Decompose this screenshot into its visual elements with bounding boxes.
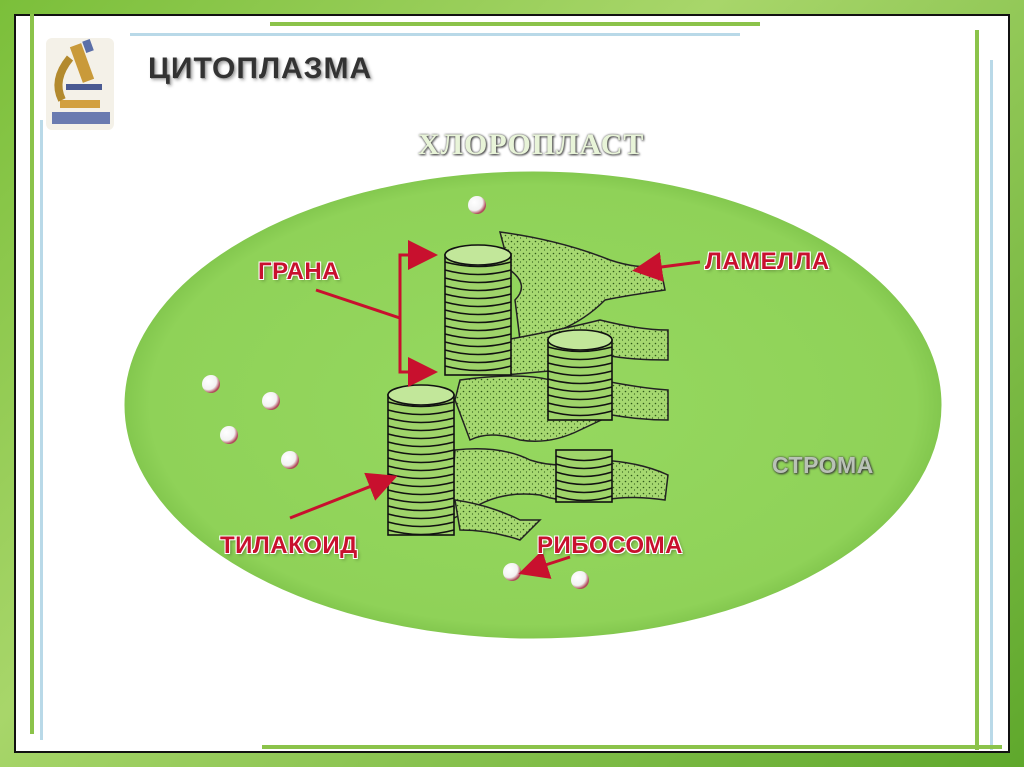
arrows bbox=[289, 240, 701, 579]
thylakoid-disc bbox=[387, 529, 455, 536]
thylakoid-disc bbox=[444, 341, 512, 348]
ribosome-7 bbox=[571, 571, 589, 589]
thylakoid-disc bbox=[387, 449, 455, 456]
thylakoid-disc bbox=[444, 325, 512, 332]
label-stroma: СТРОМА bbox=[772, 452, 874, 478]
ribosome-1 bbox=[468, 196, 486, 214]
granum-top-left bbox=[444, 244, 512, 376]
microscope-icon bbox=[46, 38, 114, 130]
arrow-ribosome bbox=[518, 550, 571, 579]
thylakoid-disc bbox=[444, 285, 512, 292]
thylakoid-disc bbox=[387, 441, 455, 448]
thylakoid-disc bbox=[555, 455, 613, 462]
thylakoid-disc bbox=[444, 269, 512, 276]
thylakoid-disc bbox=[387, 409, 455, 416]
ribosome-3 bbox=[262, 392, 280, 410]
thylakoid-disc bbox=[387, 433, 455, 440]
deco-line-bottom bbox=[262, 745, 1002, 749]
thylakoid-disc bbox=[547, 386, 613, 393]
thylakoid-disc bbox=[444, 293, 512, 300]
label-lamella: ЛАМЕЛЛА bbox=[705, 248, 830, 275]
deco-line-top bbox=[270, 22, 760, 26]
thylakoid-disc bbox=[444, 309, 512, 316]
ribosome-6 bbox=[503, 563, 521, 581]
ribosome-2 bbox=[202, 375, 220, 393]
thylakoid-disc bbox=[547, 402, 613, 409]
deco-line-left bbox=[30, 14, 34, 734]
ribosome-5 bbox=[281, 451, 299, 469]
granum-bottom-left bbox=[387, 384, 455, 536]
thylakoid-disc bbox=[547, 354, 613, 361]
thylakoid-disc bbox=[387, 457, 455, 464]
thylakoid-disc bbox=[555, 495, 613, 502]
thylakoid-disc bbox=[555, 463, 613, 470]
thylakoid-disc bbox=[387, 401, 455, 408]
deco-line-right bbox=[975, 30, 979, 750]
thylakoid-disc bbox=[555, 479, 613, 486]
thylakoid-disc bbox=[444, 365, 512, 372]
thylakoid-disc bbox=[387, 505, 455, 512]
ribosome-4 bbox=[220, 426, 238, 444]
thylakoid-disc bbox=[387, 417, 455, 424]
thylakoid-disc bbox=[444, 301, 512, 308]
thylakoid-disc bbox=[444, 277, 512, 284]
deco-line-right-2 bbox=[990, 60, 993, 750]
thylakoid-disc bbox=[444, 357, 512, 364]
thylakoid-disc bbox=[547, 410, 613, 417]
arrow-thylakoid bbox=[289, 472, 398, 520]
thylakoid-disc bbox=[387, 513, 455, 520]
label-ribosome: РИБОСОМА bbox=[537, 532, 683, 559]
organelle-title: ХЛОРОПЛАСТ bbox=[418, 128, 645, 161]
thylakoid-disc bbox=[444, 261, 512, 268]
thylakoid-disc bbox=[555, 471, 613, 478]
thylakoid-disc bbox=[387, 425, 455, 432]
granum-middle-right bbox=[547, 329, 613, 421]
slide-title: ЦИТОПЛАЗМА bbox=[148, 52, 373, 85]
label-grana: ГРАНА bbox=[258, 258, 340, 285]
thylakoid-disc bbox=[387, 521, 455, 528]
deco-line-left-2 bbox=[40, 120, 43, 740]
thylakoid-disc bbox=[547, 378, 613, 385]
granum-bottom-right bbox=[555, 449, 613, 503]
arrow-grana-bracket bbox=[315, 240, 438, 321]
thylakoid-disc bbox=[547, 394, 613, 401]
thylakoid-disc bbox=[547, 362, 613, 369]
deco-line-top-2 bbox=[130, 33, 740, 36]
thylakoid-disc bbox=[444, 317, 512, 324]
thylakoid-disc bbox=[555, 487, 613, 494]
thylakoid-disc bbox=[444, 333, 512, 340]
label-thylakoid: ТИЛАКОИД bbox=[220, 532, 358, 559]
thylakoid-disc bbox=[387, 465, 455, 472]
thylakoid-disc bbox=[547, 370, 613, 377]
arrow-grana-bracket-lower bbox=[398, 318, 438, 387]
thylakoid-disc bbox=[547, 346, 613, 353]
arrow-lamella bbox=[632, 252, 701, 282]
thylakoid-disc bbox=[444, 349, 512, 356]
